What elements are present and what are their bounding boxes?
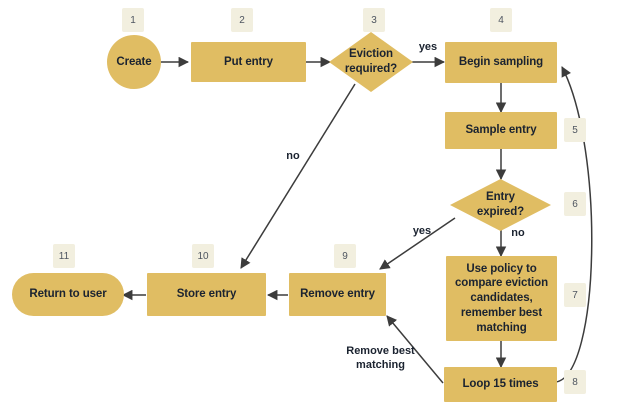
node-eviction-required-label: Eviction required? <box>344 48 398 75</box>
node-return-to-user-label: Return to user <box>29 288 107 301</box>
edge-label-remove-best-matching: Remove best matching <box>346 345 415 371</box>
node-entry-expired-label: Entry expired? <box>476 191 525 218</box>
edge-loop-back-to-begin <box>555 66 593 383</box>
node-use-policy-label: Use policy to compare eviction candidate… <box>455 262 548 334</box>
node-use-policy[interactable]: Use policy to compare eviction candidate… <box>446 256 557 341</box>
badge-node-1: 1 <box>122 8 144 32</box>
node-remove-entry-label: Remove entry <box>300 288 375 301</box>
edge-label-expired-no: no <box>511 227 525 239</box>
edge-eviction-no-to-store <box>240 83 356 269</box>
edge-label-eviction-no: no <box>286 150 300 162</box>
badge-node-6: 6 <box>564 192 586 216</box>
badge-node-4: 4 <box>490 8 512 32</box>
badge-node-11: 11 <box>53 244 75 268</box>
node-loop-15-times-label: Loop 15 times <box>462 378 539 391</box>
node-begin-sampling-label: Begin sampling <box>458 56 544 69</box>
node-create-label: Create <box>116 55 152 68</box>
edge-label-expired-yes: yes <box>412 225 432 237</box>
node-create[interactable]: Create <box>107 35 161 89</box>
node-store-entry[interactable]: Store entry <box>147 273 266 316</box>
badge-node-5: 5 <box>564 118 586 142</box>
node-remove-entry[interactable]: Remove entry <box>289 273 386 316</box>
node-put-entry-label: Put entry <box>224 55 273 68</box>
node-eviction-required[interactable]: Eviction required? <box>329 32 413 92</box>
badge-node-7: 7 <box>564 283 586 307</box>
node-entry-expired[interactable]: Entry expired? <box>450 179 551 231</box>
node-store-entry-label: Store entry <box>176 288 237 301</box>
node-return-to-user[interactable]: Return to user <box>12 273 124 316</box>
node-sample-entry[interactable]: Sample entry <box>445 112 557 149</box>
node-begin-sampling[interactable]: Begin sampling <box>445 42 557 83</box>
node-put-entry[interactable]: Put entry <box>191 42 306 82</box>
badge-node-3: 3 <box>363 8 385 32</box>
badge-node-10: 10 <box>192 244 214 268</box>
edge-label-eviction-yes: yes <box>418 41 438 53</box>
badge-node-9: 9 <box>334 244 356 268</box>
badge-node-2: 2 <box>231 8 253 32</box>
badge-node-8: 8 <box>564 370 586 394</box>
node-loop-15-times[interactable]: Loop 15 times <box>444 367 557 402</box>
node-sample-entry-label: Sample entry <box>465 124 537 137</box>
